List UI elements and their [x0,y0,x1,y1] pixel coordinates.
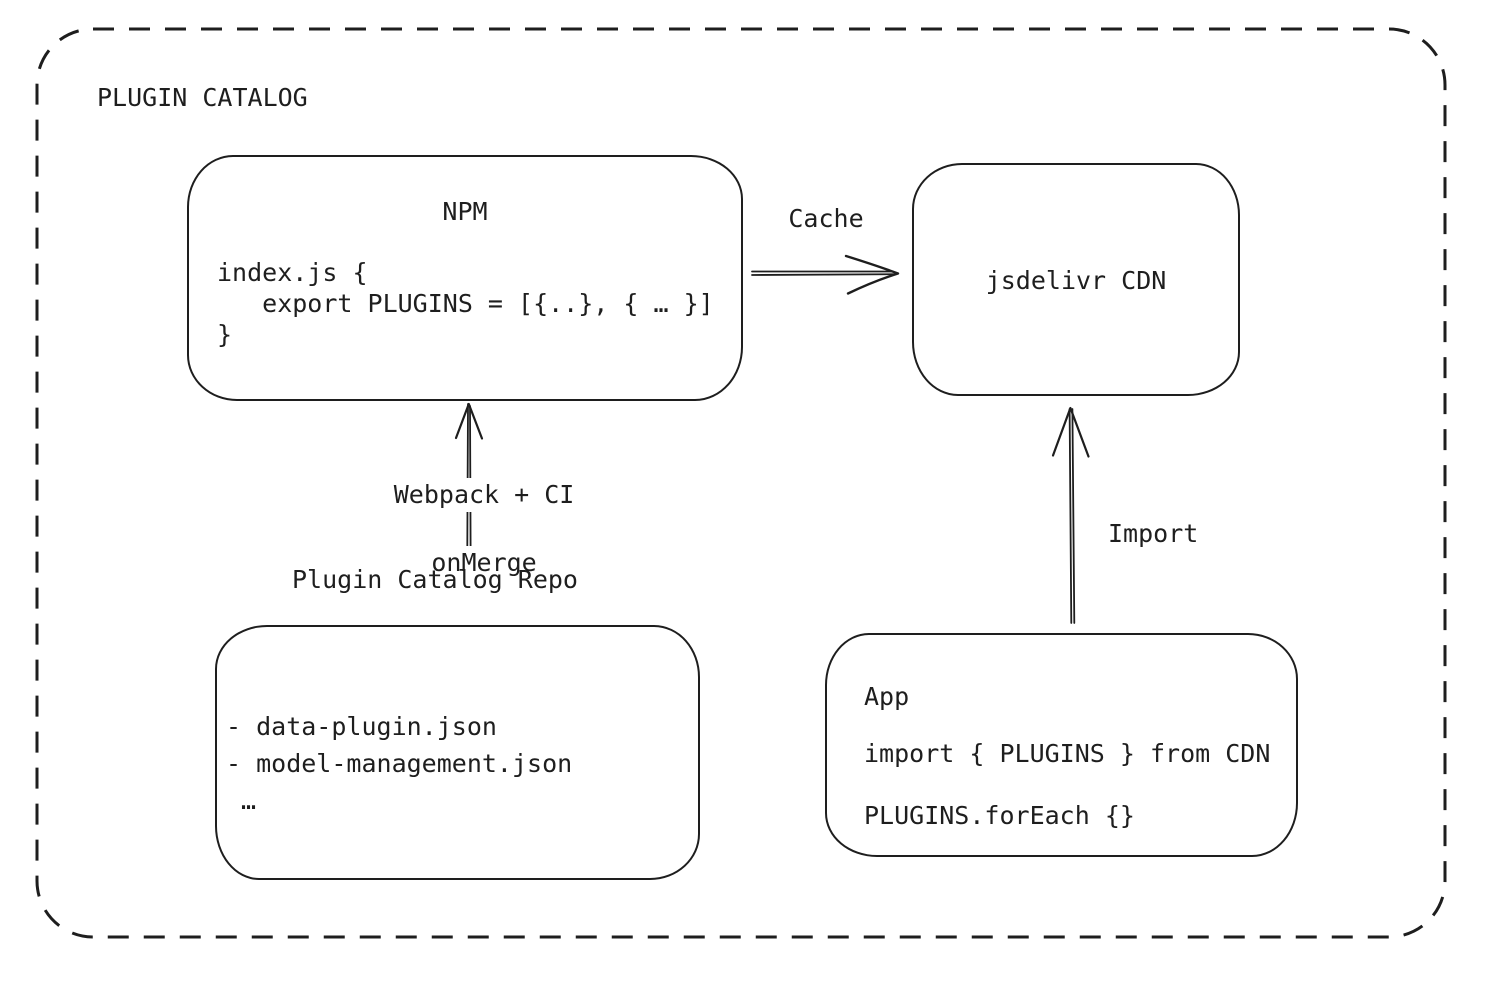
npm-code-line: index.js { [217,258,368,287]
build-arrow-label: Webpack + CI onMerge [329,444,609,580]
app-box: App import { PLUGINS } from CDN PLUGINS.… [825,633,1298,857]
npm-code-block: index.js { export PLUGINS = [{..}, { … }… [217,257,714,350]
build-arrow-label-line1: Webpack + CI [388,478,580,512]
repo-file-item: - data-plugin.json [226,712,497,741]
repo-file-item: … [226,786,257,815]
app-title: App [864,682,910,711]
repo-box-caption: Plugin Catalog Repo [292,565,578,594]
npm-box: NPM index.js { export PLUGINS = [{..}, {… [187,155,743,401]
import-arrow [1051,406,1090,624]
frame-title: PLUGIN CATALOG [97,83,308,112]
npm-title: NPM [442,197,488,226]
cache-arrow [751,254,900,295]
repo-file-list: - data-plugin.json - model-management.jso… [226,708,572,819]
cdn-box: jsdelivr CDN [912,163,1240,396]
npm-code-line: export PLUGINS = [{..}, { … }] [217,289,714,318]
npm-code-line: } [217,320,233,349]
repo-file-item: - model-management.json [226,749,573,778]
plugin-catalog-repo-box: - data-plugin.json - model-management.jso… [215,625,700,880]
import-arrow-label: Import [1108,519,1199,548]
app-code-line: PLUGINS.forEach {} [864,801,1135,830]
cache-arrow-label: Cache [788,204,864,233]
app-code-line: import { PLUGINS } from CDN [864,739,1271,768]
cdn-label: jsdelivr CDN [985,266,1167,295]
